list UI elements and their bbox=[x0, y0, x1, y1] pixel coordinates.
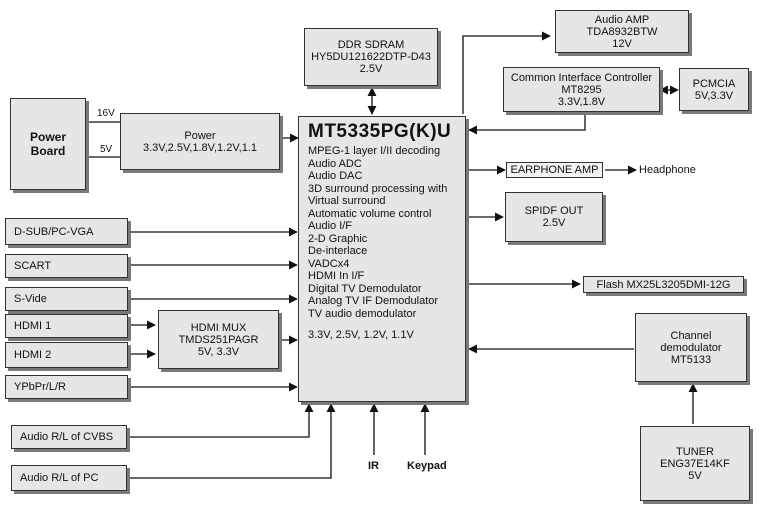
ddr-title: DDR SDRAM bbox=[337, 39, 405, 51]
input-scart-label: SCART bbox=[14, 260, 52, 272]
input-hdmi1-label: HDMI 1 bbox=[14, 320, 52, 332]
arrow-cvbs-main bbox=[127, 403, 314, 438]
ddr-part: HY5DU121622DTP-D43 bbox=[311, 51, 431, 63]
audio-amp-part: TDA8932BTW bbox=[586, 25, 658, 38]
channel-demodulator-box: Channel demodulator MT5133 bbox=[635, 313, 747, 382]
hdmi-mux-box: HDMI MUX TMDS251PAGR 5V, 3.3V bbox=[158, 310, 279, 369]
main-feature-item: Analog TV IF Demodulator bbox=[308, 295, 439, 307]
main-feature-item: TV audio demodulator bbox=[308, 307, 417, 320]
audio-amp-box: Audio AMP TDA8932BTW 12V bbox=[555, 10, 689, 53]
main-feature-item: Audio I/F bbox=[308, 220, 353, 232]
input-ypbpr-label: YPbPr/L/R bbox=[14, 381, 66, 393]
arrow-ci-to-main bbox=[468, 112, 586, 135]
flash-title: Flash MX25L3205DMI-12G bbox=[596, 278, 731, 291]
ci-title: Common Interface Controller bbox=[510, 71, 653, 84]
main-feature-item: 2-D Graphic bbox=[308, 232, 368, 245]
arrow-pc-audio-main bbox=[127, 403, 336, 479]
input-cvbs-label: Audio R/L of CVBS bbox=[20, 431, 114, 443]
input-hdmi2: HDMI 2 bbox=[5, 342, 128, 368]
input-dsub-label: D-SUB/PC-VGA bbox=[14, 225, 94, 238]
main-feature-item: HDMI In I/F bbox=[308, 270, 365, 282]
main-feature-item: Automatic volume control bbox=[308, 207, 432, 220]
channel-part: MT5133 bbox=[670, 353, 712, 366]
input-svideo: S-Vide bbox=[5, 287, 128, 311]
tuner-part: ENG37E14KF bbox=[660, 457, 730, 470]
keypad-label: Keypad bbox=[407, 460, 447, 472]
main-feature-item: MPEG-1 layer I/II decoding bbox=[308, 145, 441, 157]
wire-label-16v: 16V bbox=[97, 108, 115, 119]
spdif-volts: 2.5V bbox=[542, 217, 566, 229]
input-dsub-vga: D-SUB/PC-VGA bbox=[5, 218, 128, 245]
pcmcia-volts: 5V,3.3V bbox=[694, 89, 734, 102]
wire-label-5v: 5V bbox=[100, 144, 113, 155]
power-title: Power bbox=[184, 129, 216, 142]
tuner-box: TUNER ENG37E14KF 5V bbox=[640, 426, 750, 501]
earphone-amp-box: EARPHONE AMP bbox=[506, 162, 603, 178]
ddr-volts: 2.5V bbox=[359, 63, 383, 75]
input-audio-cvbs: Audio R/L of CVBS bbox=[11, 425, 127, 449]
power-board-line2: Board bbox=[30, 144, 66, 158]
main-feature-item: De-interlace bbox=[308, 245, 368, 257]
audio-amp-title: Audio AMP bbox=[594, 13, 650, 26]
headphone-label: Headphone bbox=[639, 164, 696, 176]
main-feature-item: Digital TV Demodulator bbox=[308, 282, 422, 295]
flash-box: Flash MX25L3205DMI-12G bbox=[583, 276, 744, 293]
input-scart: SCART bbox=[5, 254, 128, 278]
power-board-box: Power Board bbox=[10, 98, 86, 190]
power-board-line1: Power bbox=[29, 130, 66, 144]
pcmcia-title: PCMCIA bbox=[692, 77, 736, 90]
ci-volts: 3.3V,1.8V bbox=[557, 95, 606, 108]
hdmi-mux-part: TMDS251PAGR bbox=[178, 333, 259, 346]
input-hdmi1: HDMI 1 bbox=[5, 314, 128, 338]
tuner-volts: 5V bbox=[688, 469, 702, 482]
audio-amp-volts: 12V bbox=[612, 37, 632, 50]
pcmcia-box: PCMCIA 5V,3.3V bbox=[679, 68, 749, 111]
main-chip-volts: 3.3V, 2.5V, 1.2V, 1.1V bbox=[308, 329, 414, 341]
earphone-amp-title: EARPHONE AMP bbox=[510, 164, 599, 176]
main-feature-item: VADCx4 bbox=[308, 257, 350, 270]
main-feature-item: Virtual surround bbox=[308, 195, 386, 207]
power-volts: 3.3V,2.5V,1.8V,1.2V,1.1 bbox=[143, 141, 257, 154]
ir-label: IR bbox=[368, 460, 379, 472]
main-feature-item: 3D surround processing with bbox=[308, 182, 448, 195]
input-pc-audio-label: Audio R/L of PC bbox=[20, 472, 99, 484]
channel-line1: Channel bbox=[670, 329, 712, 342]
tuner-title: TUNER bbox=[676, 445, 714, 458]
input-svideo-label: S-Vide bbox=[14, 293, 47, 305]
spdif-out-box: SPIDF OUT 2.5V bbox=[505, 192, 603, 242]
hdmi-mux-volts: 5V, 3.3V bbox=[197, 345, 240, 358]
power-box: Power 3.3V,2.5V,1.8V,1.2V,1.1 bbox=[120, 113, 280, 170]
ddr-sdram-box: DDR SDRAM HY5DU121622DTP-D43 2.5V bbox=[304, 28, 438, 86]
main-feature-item: Audio ADC bbox=[308, 157, 362, 170]
common-interface-box: Common Interface Controller MT8295 3.3V,… bbox=[503, 67, 660, 112]
ci-part: MT8295 bbox=[561, 83, 602, 96]
hdmi-mux-title: HDMI MUX bbox=[190, 321, 247, 334]
line-main-to-audio-amp bbox=[462, 31, 551, 114]
input-ypbpr: YPbPr/L/R bbox=[5, 375, 128, 399]
main-chip-title: MT5335PG(K)U bbox=[308, 121, 452, 142]
channel-line2: demodulator bbox=[660, 341, 722, 354]
input-hdmi2-label: HDMI 2 bbox=[14, 349, 52, 361]
main-feature-item: Audio DAC bbox=[308, 170, 363, 182]
spdif-title: SPIDF OUT bbox=[524, 205, 584, 217]
input-audio-pc: Audio R/L of PC bbox=[11, 465, 127, 491]
